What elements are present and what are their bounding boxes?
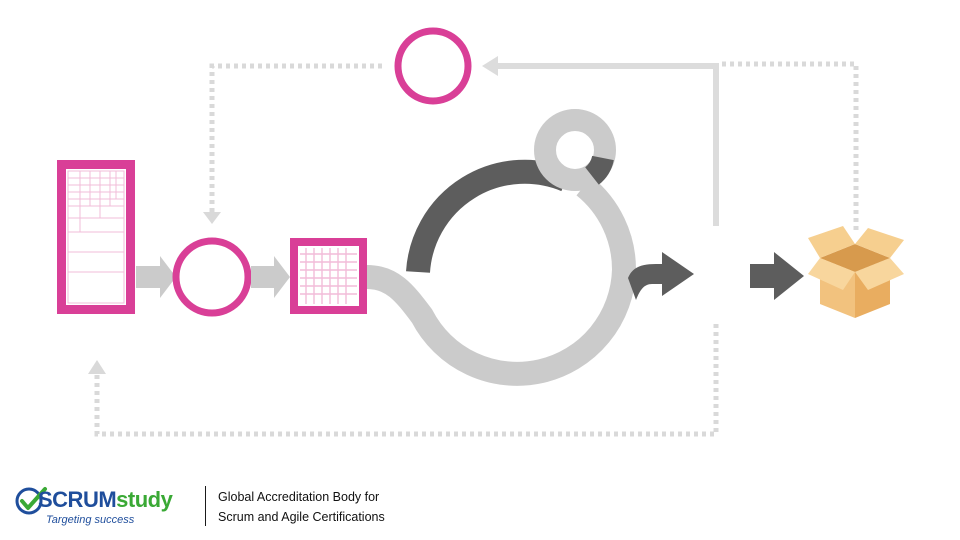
logo-study-text: study [116,487,173,512]
retrospective-circle-icon [394,27,472,105]
right-arrow-icon [136,256,176,298]
scrumstudy-check-icon [15,487,47,515]
feedback-loop-top [203,61,859,232]
scrum-flow-diagram [57,27,904,437]
accreditation-tagline: Global Accreditation Body for Scrum and … [218,487,385,527]
sprint-backlog-grid-icon [290,238,367,314]
footer-divider [205,486,206,526]
return-arrow [482,56,719,226]
right-arrow-icon [251,256,290,298]
left-arrow-icon [482,56,498,76]
right-arrow-icon [750,252,804,300]
sprint-loop-icon [366,109,694,386]
tagline-line-1: Global Accreditation Body for [218,490,380,504]
logo-tagline: Targeting success [46,514,135,526]
product-backlog-list-icon [57,160,135,314]
daily-standup-loop-icon [534,109,616,191]
shippable-box-icon [808,226,904,318]
sprint-planning-circle-icon [172,237,252,317]
scrumstudy-logo: SCRUMstudy [38,487,173,512]
feedback-loop-bottom [88,324,719,437]
tagline-line-2: Scrum and Agile Certifications [218,510,385,524]
down-arrow-icon [203,212,221,224]
up-arrow-icon [88,360,106,374]
logo-scrum-text: SCRUM [38,487,117,512]
